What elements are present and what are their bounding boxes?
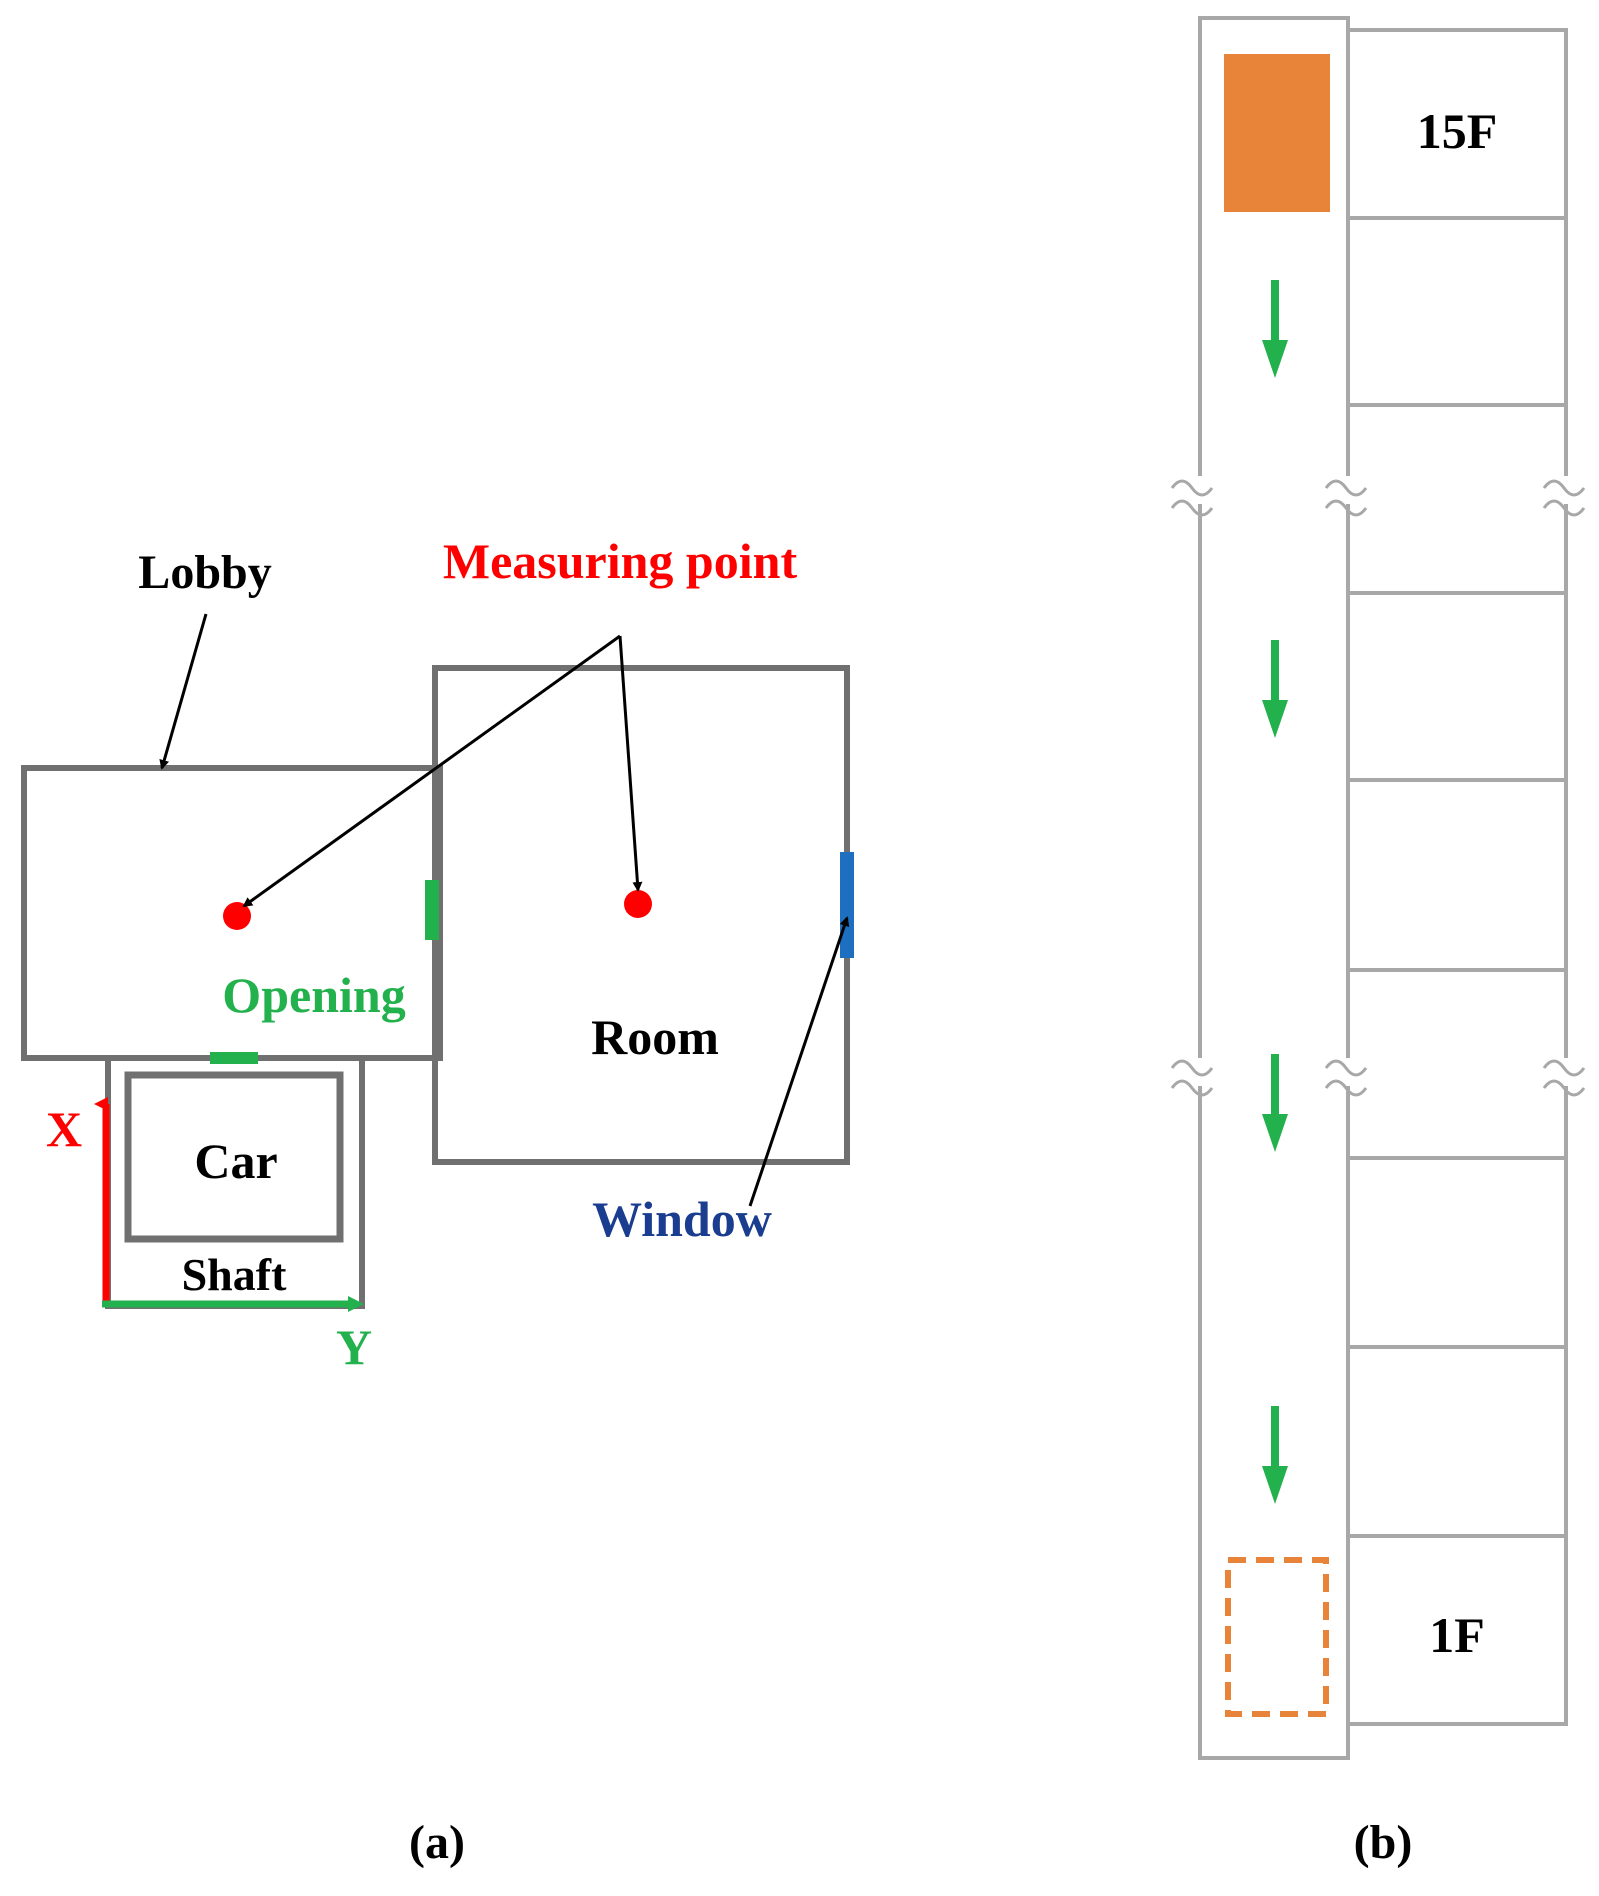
- shaft-label: Shaft: [182, 1249, 287, 1300]
- down-arrow-icon: [1262, 280, 1288, 378]
- measuring-arrow-lobby: [242, 634, 621, 908]
- car-label: Car: [194, 1133, 277, 1189]
- window-label: Window: [592, 1191, 772, 1247]
- measuring-point-label: Measuring point: [443, 533, 798, 589]
- break-mark-lower: [1170, 1058, 1599, 1097]
- axis-x-label: X: [46, 1101, 82, 1157]
- floors-column: [1346, 28, 1568, 1726]
- elevator-car-end: [1225, 1557, 1329, 1717]
- floor-label-1f: 1F: [1429, 1607, 1485, 1663]
- measuring-point-lobby: [223, 902, 251, 930]
- opening-label: Opening: [222, 967, 405, 1023]
- measuring-point-room: [624, 890, 652, 918]
- panel-b-caption: (b): [1354, 1816, 1413, 1869]
- down-arrows: [1262, 280, 1288, 1504]
- panel-a: Lobby Measuring point Opening Room Car S…: [21, 533, 854, 1869]
- floor-dividers: [1348, 216, 1566, 1538]
- measuring-arrow-room: [618, 635, 643, 892]
- window-pointer-arrow: [748, 916, 850, 1207]
- lobby-label: Lobby: [138, 546, 271, 599]
- axis-y-label: Y: [336, 1319, 372, 1375]
- car-outline: [124, 1071, 344, 1243]
- down-arrow-icon: [1262, 1406, 1288, 1504]
- break-mark-upper: [1170, 476, 1599, 517]
- axis-y-arrowhead: [348, 1296, 364, 1312]
- room-label: Room: [591, 1009, 719, 1065]
- panel-b: 15F 1F (b): [1170, 16, 1599, 1869]
- panel-a-caption: (a): [409, 1816, 465, 1869]
- floor-label-15f: 15F: [1417, 103, 1498, 159]
- lobby-pointer-arrow: [159, 613, 208, 770]
- elevator-car-start: [1224, 54, 1330, 212]
- down-arrow-icon: [1262, 640, 1288, 738]
- down-arrow-icon: [1262, 1054, 1288, 1152]
